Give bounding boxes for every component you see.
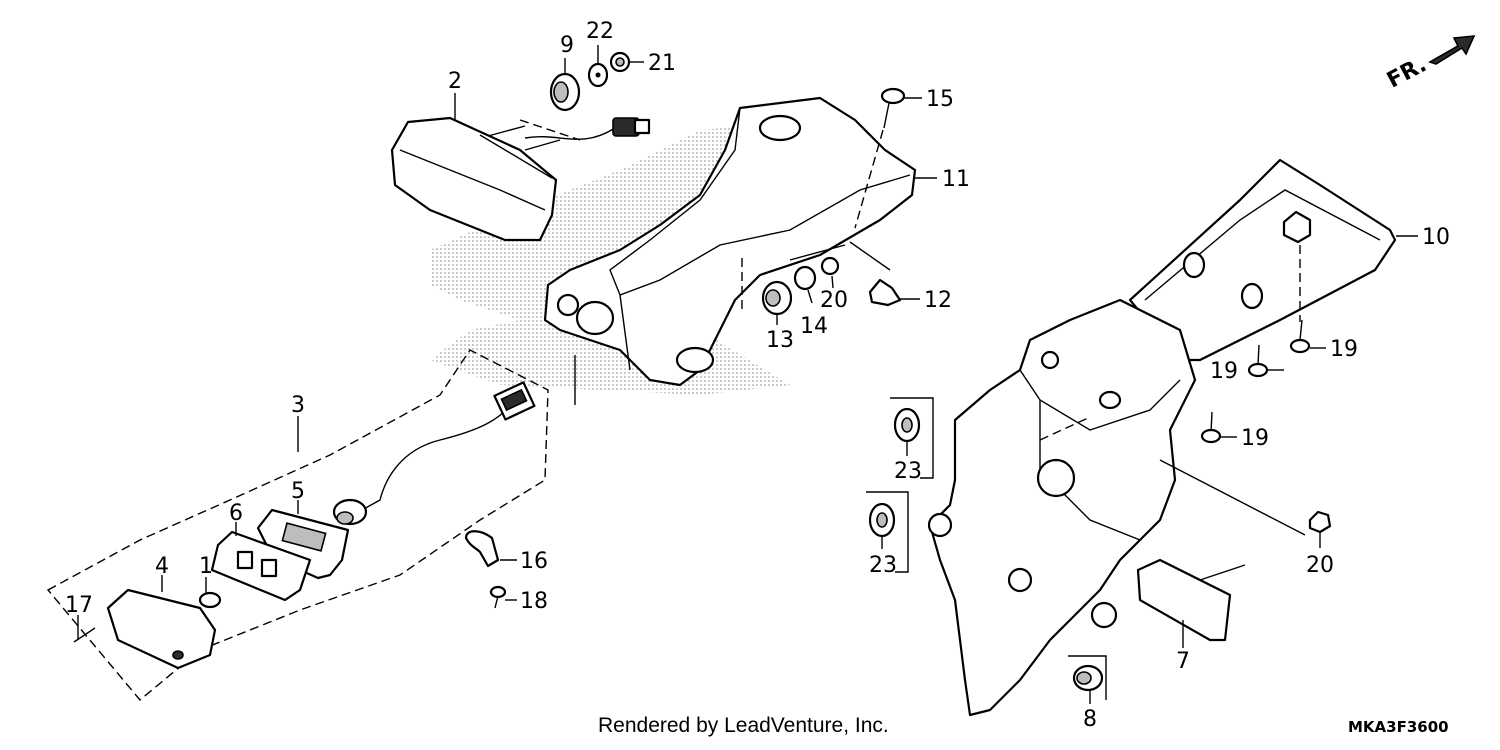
part-6-gasket (210, 530, 312, 602)
part-15-screw (880, 87, 906, 129)
part-17-screw (73, 627, 96, 643)
callout-23-lower: 23 (869, 553, 897, 578)
part-22-washer (587, 62, 609, 88)
callout-19-a: 19 (1330, 337, 1358, 362)
callout-21: 21 (648, 51, 676, 76)
front-direction-indicator: FR. (1383, 35, 1476, 94)
callout-5: 5 (291, 479, 305, 504)
part-8-grommet (1072, 664, 1104, 692)
part-20-nut-upper (820, 256, 840, 276)
callout-4: 4 (155, 554, 169, 579)
front-arrow-icon (1428, 35, 1476, 65)
part-11-rear-fender-body (543, 96, 917, 387)
part-19-bolt-a (1289, 319, 1311, 354)
callout-labels: 9 22 21 2 15 11 10 12 20 13 14 19 19 19 … (65, 19, 1450, 732)
callout-19-c: 19 (1241, 426, 1269, 451)
callout-20-upper: 20 (820, 288, 848, 313)
callout-22: 22 (586, 19, 614, 44)
callout-18: 18 (520, 589, 548, 614)
callout-20-lower: 20 (1306, 553, 1334, 578)
callout-8: 8 (1083, 707, 1097, 732)
front-label: FR. (1383, 52, 1431, 93)
callout-9: 9 (560, 33, 574, 58)
callout-7: 7 (1176, 649, 1190, 674)
callout-19-b: 19 (1210, 359, 1238, 384)
callout-10: 10 (1422, 225, 1450, 250)
leader-lines (77, 45, 1418, 704)
part-3-harness (332, 381, 536, 526)
part-3-assembly-boundary (46, 349, 549, 701)
part-13-grommet (761, 280, 793, 316)
render-credit: Rendered by LeadVenture, Inc. (598, 714, 889, 737)
part-5-socket (256, 508, 350, 580)
callout-1: 1 (199, 554, 213, 579)
part-23-grommet-lower (868, 502, 896, 538)
part-18-screw (489, 585, 507, 609)
callout-6: 6 (229, 501, 243, 526)
rear-fender-bracket (927, 298, 1197, 717)
callout-11: 11 (942, 167, 970, 192)
callout-17: 17 (65, 593, 93, 618)
callout-12: 12 (924, 288, 952, 313)
callout-23-upper: 23 (894, 459, 922, 484)
part-19-bolt-b (1247, 344, 1269, 378)
part-9-grommet (549, 72, 581, 112)
part-23-grommet-upper (893, 407, 921, 443)
callout-15: 15 (926, 87, 954, 112)
part-4-lens (106, 588, 217, 670)
callout-3: 3 (291, 393, 305, 418)
part-1-bulb (198, 591, 222, 609)
diagram-code: MKA3F3600 (1348, 718, 1449, 736)
part-10-stay (1128, 158, 1397, 362)
part-20-nut-lower (1308, 510, 1332, 534)
callout-13: 13 (766, 328, 794, 353)
part-2-taillight (390, 116, 651, 242)
part-21-nut (609, 51, 631, 73)
part-16-clamp (464, 530, 500, 568)
callout-2: 2 (448, 69, 462, 94)
callout-16: 16 (520, 549, 548, 574)
part-19-bolt-c (1200, 411, 1222, 444)
callout-14: 14 (800, 314, 828, 339)
part-14-collar (793, 265, 817, 291)
part-12-clip (868, 278, 902, 307)
part-7-reflector (1136, 558, 1232, 642)
